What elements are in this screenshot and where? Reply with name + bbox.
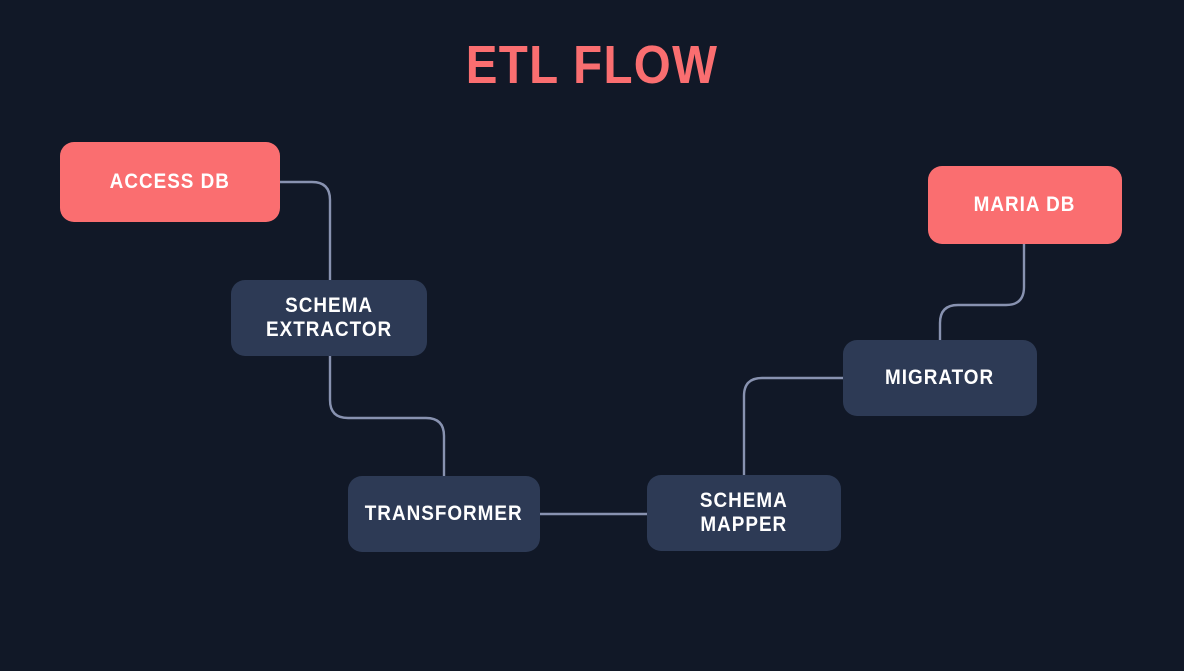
node-migrator[interactable]: MIGRATOR	[843, 340, 1037, 416]
node-label-schema-mapper: SCHEMA MAPPER	[700, 489, 788, 536]
node-maria-db[interactable]: MARIA DB	[928, 166, 1122, 244]
edge-schema-mapper-to-migrator	[742, 376, 845, 477]
node-label-access-db: ACCESS DB	[109, 170, 231, 194]
node-label-migrator: MIGRATOR	[885, 366, 995, 390]
node-schema-mapper[interactable]: SCHEMA MAPPER	[647, 475, 841, 551]
node-label-schema-extractor: SCHEMA EXTRACTOR	[265, 294, 393, 341]
edge-migrator-to-maria-db	[938, 242, 1026, 342]
node-transformer[interactable]: TRANSFORMER	[348, 476, 540, 552]
edge-access-db-to-schema-extractor	[278, 180, 332, 282]
node-label-maria-db: MARIA DB	[974, 193, 1076, 217]
node-label-transformer: TRANSFORMER	[365, 502, 523, 526]
page-title: ETL FLOW	[465, 35, 719, 95]
node-access-db[interactable]: ACCESS DB	[60, 142, 280, 222]
node-schema-extractor[interactable]: SCHEMA EXTRACTOR	[231, 280, 427, 356]
edge-schema-extractor-to-transformer	[328, 354, 446, 478]
